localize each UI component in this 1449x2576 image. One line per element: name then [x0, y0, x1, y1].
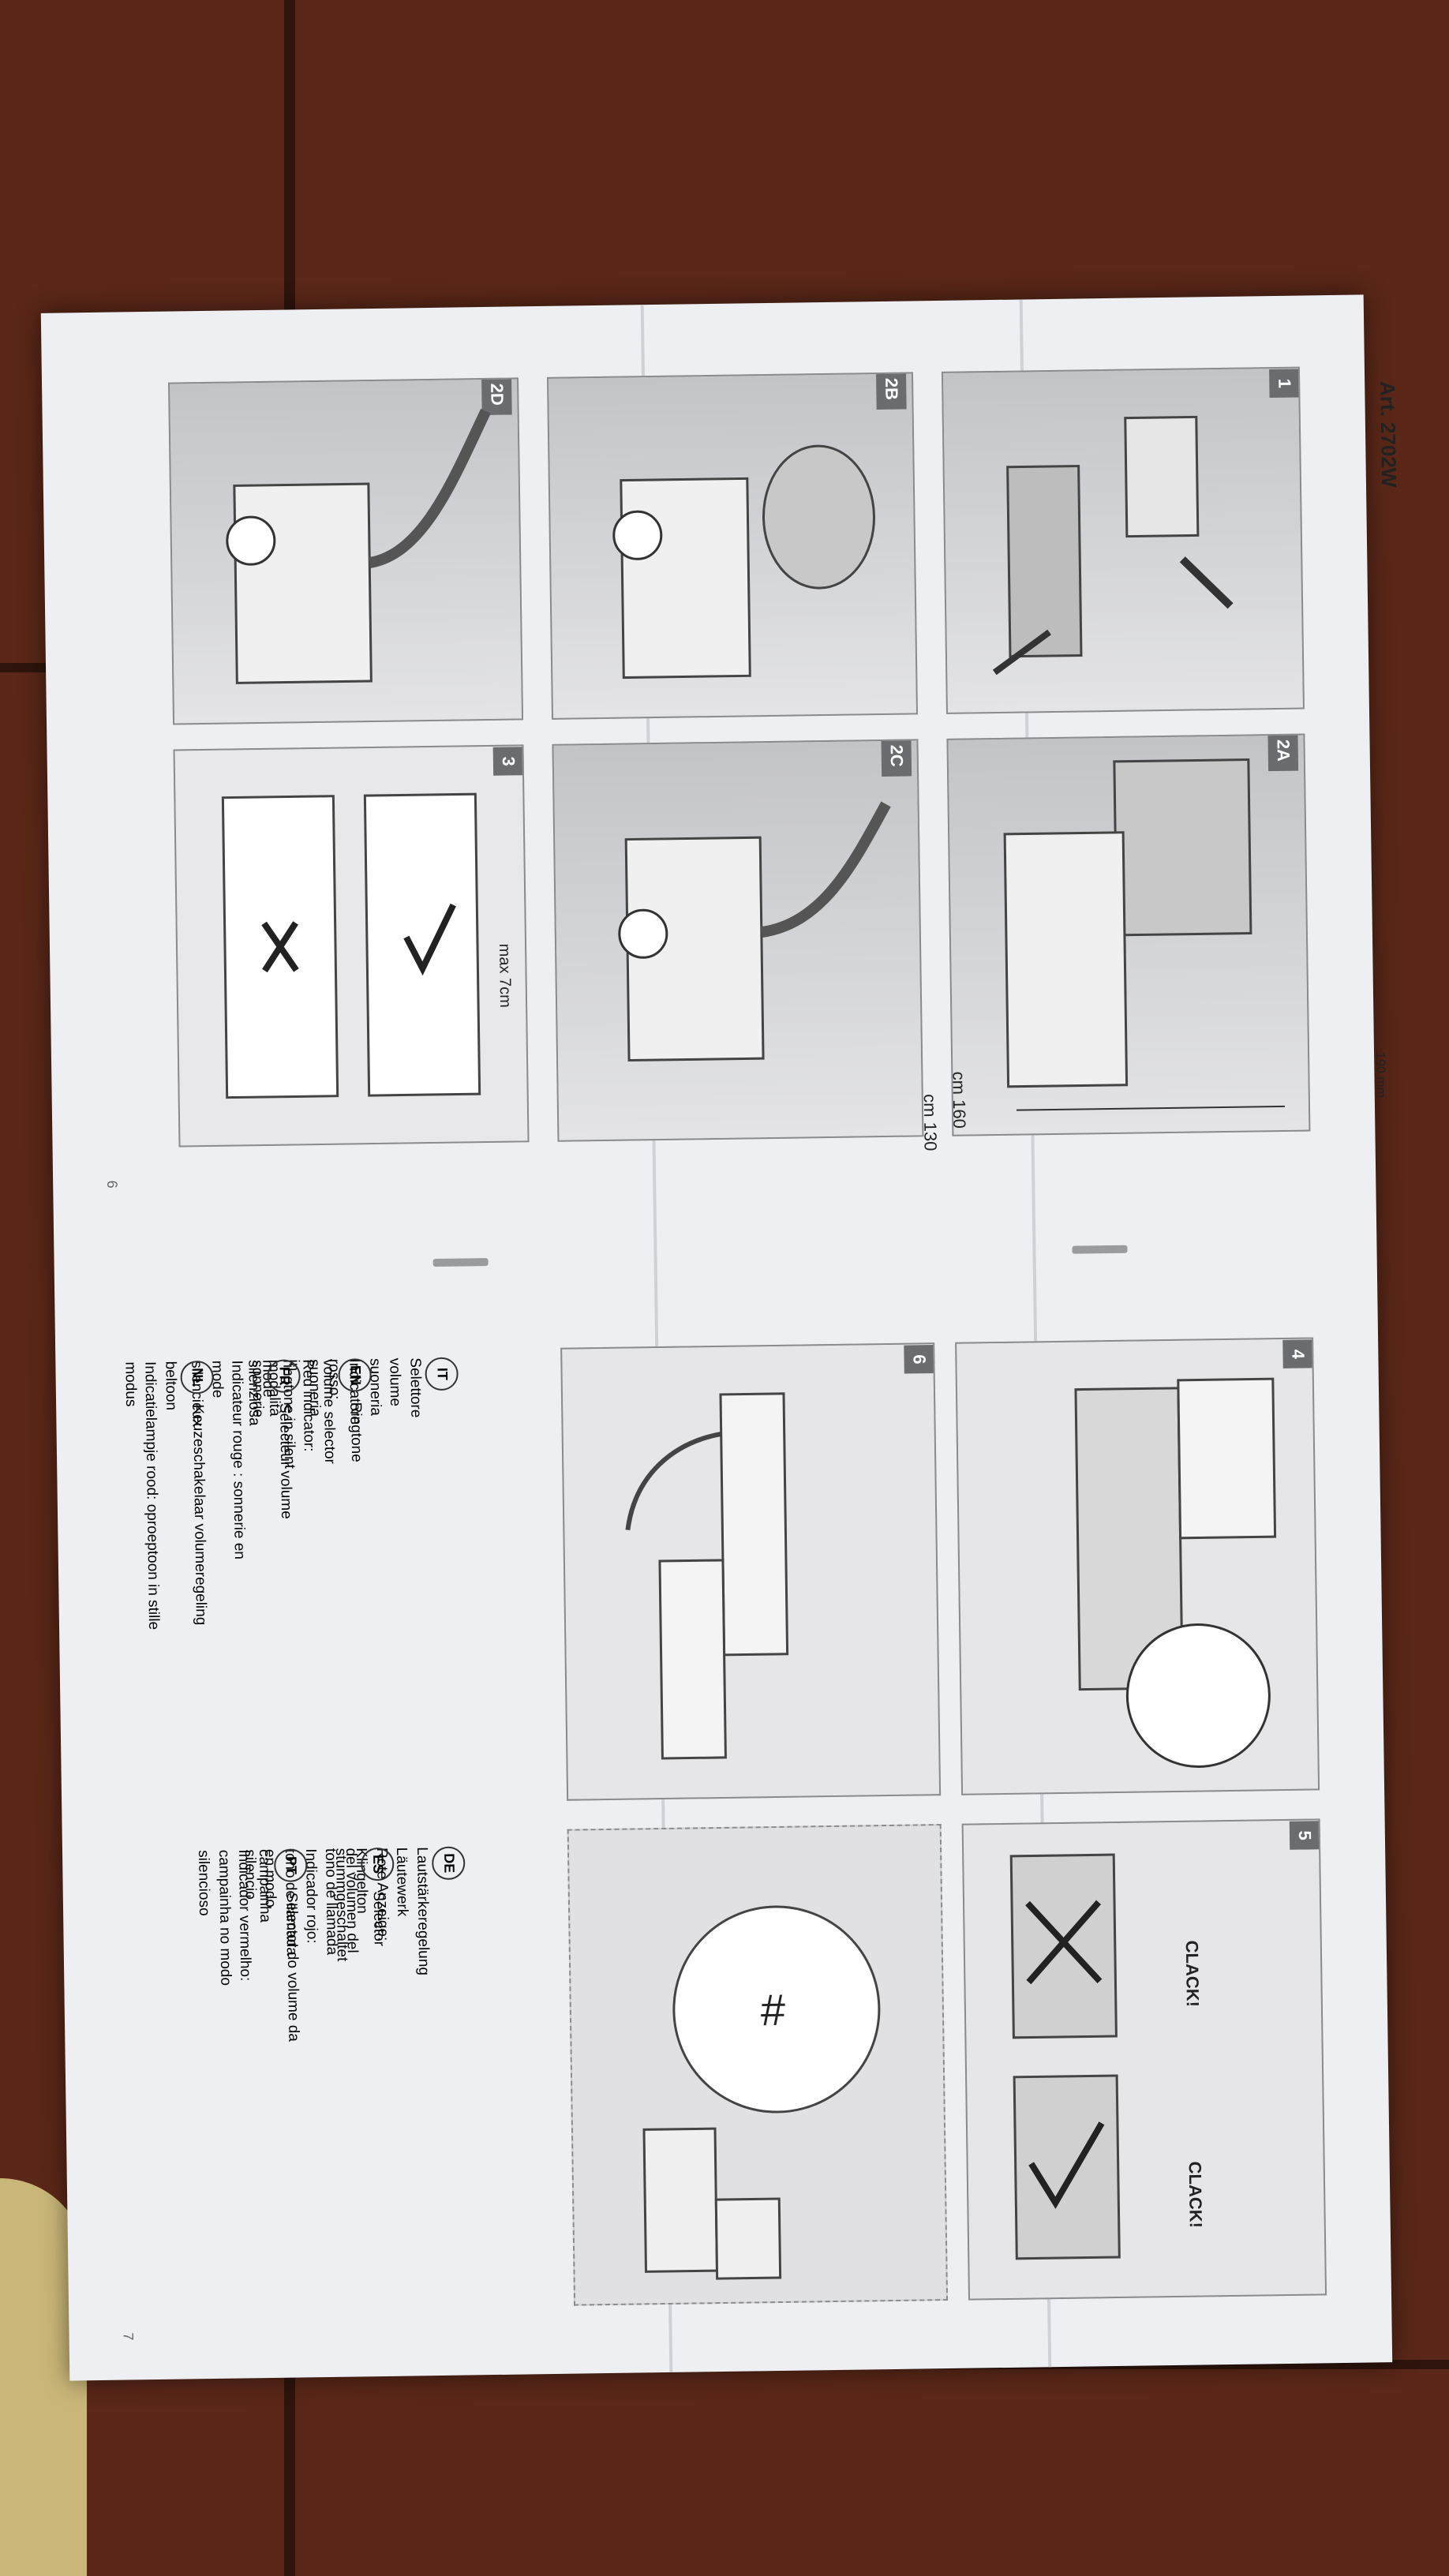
panel-step-2b: 2B: [546, 372, 918, 720]
panel-step-6: 6: [560, 1342, 942, 1801]
legend-line: silencioso: [195, 1849, 213, 1916]
panel-step-4: 4: [955, 1337, 1320, 1795]
legend: IT Selettore volume suoneria Indicatore …: [122, 1357, 519, 2308]
legend-line: Indicatielampje rood: oproeptoon in stil…: [141, 1361, 163, 1631]
wiring-illustration: [221, 792, 481, 1099]
svg-text:#: #: [760, 1985, 785, 2035]
panel-step-1: 1: [941, 366, 1305, 714]
legend-line: Keuzeschakelaar volumeregeling beltoon: [162, 1361, 210, 1626]
page-number-right: 7: [120, 2332, 137, 2341]
mounting-plate-illustration: [226, 408, 491, 684]
instruction-sheet: Art. 2702W 190 mm 1 2A cm 160 cm 130 2B: [40, 294, 1401, 2381]
max-length-label: max 7cm: [496, 943, 515, 1008]
staple: [432, 1258, 489, 1267]
lang-badge: IT: [425, 1357, 459, 1391]
staple: [1072, 1245, 1128, 1254]
legend-nl: NL Keuzeschakelaar volumeregeling beltoo…: [119, 1360, 217, 1654]
lang-badge: EN: [338, 1358, 372, 1392]
legend-line: modus: [122, 1361, 139, 1407]
panel-step-2d: 2D: [168, 377, 524, 725]
legend-line: Lautstärkeregelung Läutewerk: [393, 1847, 432, 1976]
lang-badge: NL: [180, 1360, 214, 1395]
lang-badge: FR: [267, 1359, 301, 1393]
legend-line: Indicador vermelho: campainha no modo: [215, 1849, 254, 1986]
page-number-left: 6: [104, 1180, 121, 1189]
legend-line: Selettore volume suoneria: [366, 1357, 425, 1418]
clack-label: CLACK!: [1185, 2161, 1206, 2229]
mounting-illustration: [992, 415, 1234, 676]
article-number: Art. 2702W: [1376, 380, 1402, 488]
panel-ringtone-selector: #: [567, 1824, 949, 2306]
legend-pt: PT Selector do volume da campainha Indic…: [193, 1848, 309, 2055]
panel-step-2c: 2C: [552, 739, 924, 1142]
height-label-160: cm 160: [949, 1071, 970, 1129]
lang-badge: ES: [360, 1847, 395, 1881]
clack-label: CLACK!: [1181, 1940, 1203, 2008]
panel-step-3: 3 max 7cm: [173, 744, 530, 1148]
lang-badge: DE: [431, 1846, 466, 1881]
handset-mounting-illustration: [1074, 1377, 1277, 1769]
mounting-plate-illustration: [612, 444, 875, 680]
lang-badge: PT: [273, 1848, 308, 1882]
panel-step-5: 5 CLACK! CLACK!: [961, 1818, 1327, 2301]
panel-step-2a: 2A cm 160: [946, 733, 1311, 1136]
mounting-plate-illustration: [1003, 758, 1285, 1111]
handset-illustration: [625, 1392, 789, 1760]
dimension-label: 190 mm: [1373, 1052, 1387, 1099]
mounting-plate-illustration: [618, 801, 891, 1062]
ringtone-selector-illustration: #: [642, 1905, 881, 2280]
clip-illustration: [1009, 1853, 1121, 2260]
